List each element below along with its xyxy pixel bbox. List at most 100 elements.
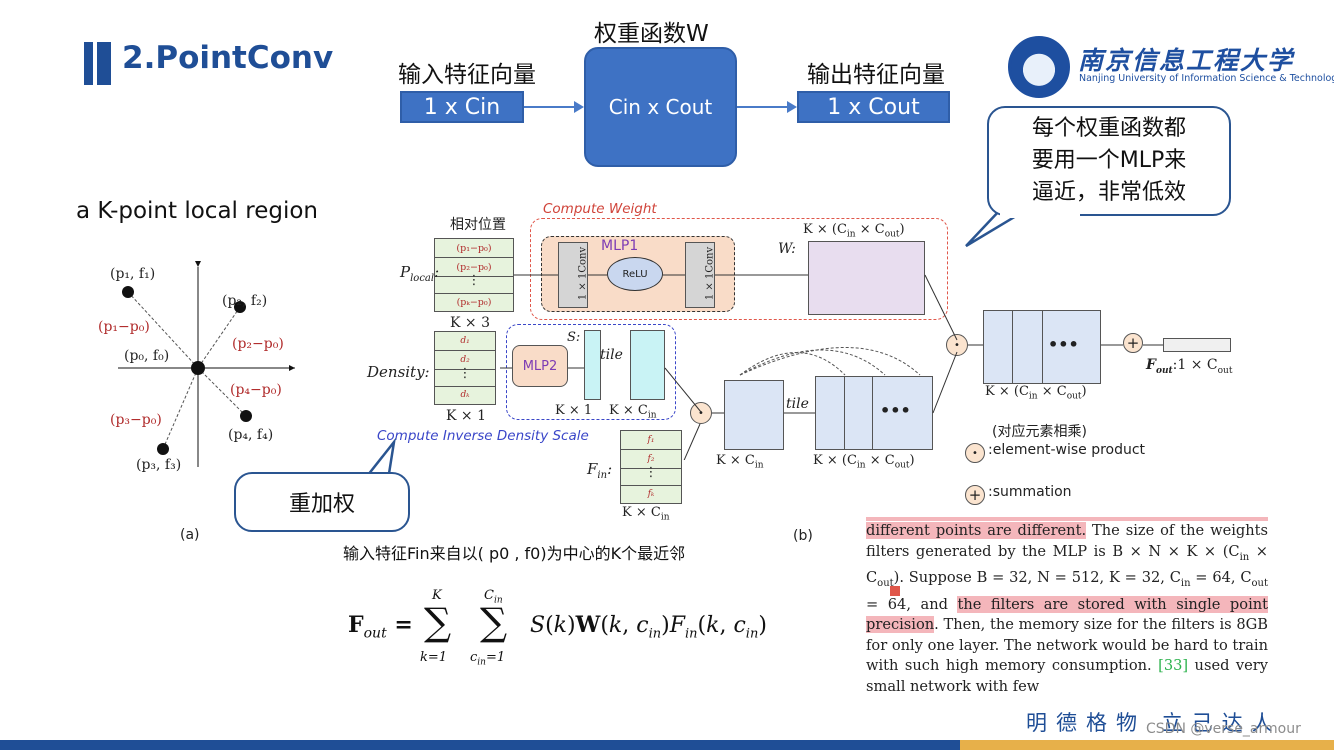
elementwise-cn-label: (对应元素相乘) xyxy=(992,424,1087,440)
k3-label: K × 3 xyxy=(450,315,490,331)
conv-block xyxy=(558,242,588,308)
sum-symbol: ∑ xyxy=(480,600,508,644)
point-label: (p₀, f₀) xyxy=(124,348,170,364)
arrow xyxy=(524,106,574,108)
s-label: S: xyxy=(567,330,581,345)
formula-rhs: S(k)W(k, cin)Fin(k, cin) xyxy=(530,612,767,642)
fout-label: Fout:1 × Cout xyxy=(1146,357,1232,376)
paper-text-run: = 64, and xyxy=(866,595,958,613)
k1-s-label: K × 1 xyxy=(555,403,593,418)
subscript: in xyxy=(660,512,670,523)
paper-text-run: used very small network with few xyxy=(866,657,1268,695)
subscript: in xyxy=(754,460,764,471)
p-local-symbol: P xyxy=(400,263,411,281)
diff-label: (p₃−p₀) xyxy=(110,412,162,428)
sum-symbol: ∑ xyxy=(424,600,452,644)
formula-lhs: Fout = xyxy=(348,612,413,642)
point-label: (p₁, f₁) xyxy=(110,266,156,282)
matrix-row: f₁ xyxy=(621,431,681,450)
highlight-strip xyxy=(866,517,1268,521)
title-accent-bar xyxy=(84,42,93,85)
input-vector-label: 输入特征向量 xyxy=(398,62,536,88)
callout-tail-mask xyxy=(1000,210,1080,218)
w-dims-label: K × (Cin × Cout) xyxy=(803,222,905,240)
s-vector xyxy=(584,330,601,400)
point-label: (p₃, f₃) xyxy=(136,457,182,473)
figure-a-caption: (a) xyxy=(180,527,200,543)
output-dim-box: 1 x Cout xyxy=(797,91,950,123)
figure-b-connectors xyxy=(500,274,1163,460)
k1-label: K × 1 xyxy=(446,408,486,424)
callout-line: 要用一个MLP来 xyxy=(1031,148,1187,173)
density-scale-region xyxy=(506,324,676,420)
matrix-row: (pₖ−p₀) xyxy=(456,297,492,308)
subscript: out xyxy=(1155,365,1173,376)
relu-node: ReLU xyxy=(607,257,663,291)
k-cin-label: K × Cin xyxy=(716,453,764,471)
footer-bar xyxy=(0,740,960,750)
summation-legend: :summation xyxy=(988,484,1072,500)
watermark: CSDN @verse_armour xyxy=(1146,721,1301,737)
ellipsis-icon: ••• xyxy=(1048,335,1079,354)
tile-label: tile xyxy=(786,396,809,412)
ellipsis-icon: ⋮ xyxy=(435,367,495,387)
figure-a-local-region xyxy=(118,261,295,467)
paper-text-run: . Then, the memory size for the filters … xyxy=(866,616,1268,675)
subscript: out xyxy=(894,460,910,471)
school-motto: 明德格物 立己达人 xyxy=(1026,711,1282,735)
paper-text-run: = 64, C xyxy=(1190,569,1252,587)
subscript: in xyxy=(597,470,608,481)
subscript: in xyxy=(493,595,503,606)
weighted-matrix: ••• xyxy=(983,310,1101,384)
fin-matrix: f₁ f₂ ⋮ fₖ xyxy=(620,430,682,504)
diff-label: (p₂−p₀) xyxy=(232,336,284,352)
density-matrix: d₁ d₂ ⋮ dₖ xyxy=(434,331,496,405)
dims-label: K × (Cin × Cout) xyxy=(813,453,915,471)
w-matrix xyxy=(808,241,925,315)
point-label: (p₂, f₂) xyxy=(222,293,268,309)
fout-symbol: F xyxy=(1146,357,1156,373)
point-dot xyxy=(234,301,246,313)
density-label: Density: xyxy=(367,363,430,381)
point-dot xyxy=(122,286,134,298)
weight-function-label: 权重函数W xyxy=(594,21,709,47)
k-cin-label: K × Cin xyxy=(609,403,657,421)
matrix-row: f₂ xyxy=(621,450,681,469)
k-cin-text: K × C xyxy=(622,505,661,520)
p-local-subscript: local xyxy=(410,273,435,284)
colon: : xyxy=(434,263,440,281)
citation-link[interactable]: [33] xyxy=(1158,657,1189,675)
mlp1-label: MLP1 xyxy=(601,238,639,254)
subscript: in xyxy=(477,657,486,668)
ellipsis-icon: ⋮ xyxy=(621,466,681,486)
elementwise-product-icon: • xyxy=(690,402,712,424)
point-dot xyxy=(240,410,252,422)
output-vector-label: 输出特征向量 xyxy=(807,62,945,88)
subscript: out xyxy=(1217,365,1233,376)
subscript: out xyxy=(1251,578,1268,589)
point-label: (p₄, f₄) xyxy=(228,427,274,443)
subscript: out xyxy=(1066,391,1082,402)
fin-symbol: F xyxy=(587,460,598,478)
sum-lower: cin=1 xyxy=(470,650,506,668)
arrow xyxy=(737,106,787,108)
k-cin-label: K × Cin xyxy=(622,505,670,523)
compute-weight-label: Compute Weight xyxy=(543,201,657,217)
fin-label: Fin: xyxy=(587,460,613,481)
subscript: in xyxy=(648,626,662,642)
footer-accent-bar xyxy=(960,740,1334,750)
university-name-cn: 南京信息工程大学 xyxy=(1078,46,1295,75)
mlp-inefficiency-callout: 每个权重函数都 要用一个MLP来 逼近，非常低效 xyxy=(987,106,1231,216)
subscript: in xyxy=(684,626,698,642)
diff-label: (p₄−p₀) xyxy=(230,382,282,398)
p-local-matrix: (p₁−p₀) (p₂−p₀) ⋮ (pₖ−p₀) xyxy=(434,238,514,312)
matrix-row: (p₁−p₀) xyxy=(435,239,513,258)
relative-position-label: 相对位置 xyxy=(450,217,506,233)
k-cin-text: K × C xyxy=(716,453,755,468)
university-emblem-icon xyxy=(1008,36,1070,98)
subscript: out xyxy=(877,578,894,589)
region-label: a K-point local region xyxy=(76,198,318,224)
divider xyxy=(1042,311,1043,383)
point-dot xyxy=(191,361,205,375)
input-dim-box: 1 x Cin xyxy=(400,91,524,123)
